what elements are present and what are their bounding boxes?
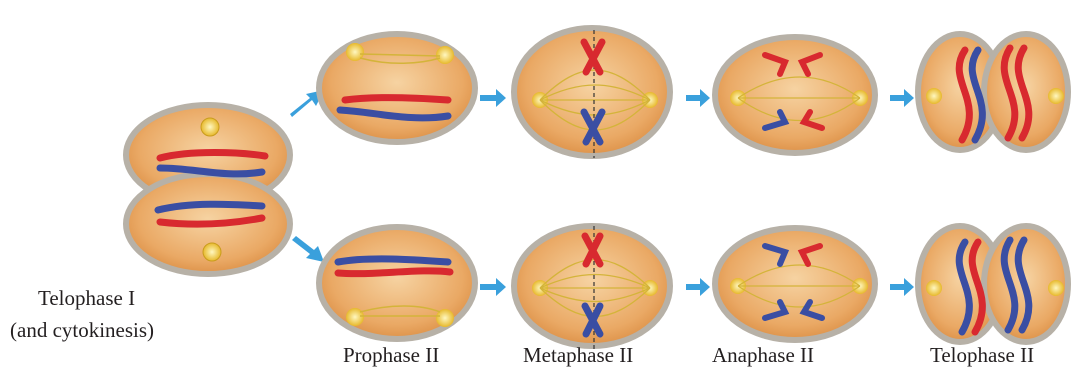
arrow-right-icon (686, 89, 710, 107)
telophase1-cells (126, 105, 290, 274)
arrow-right-icon (480, 89, 506, 107)
prophase2-top-cell (319, 34, 475, 142)
arrow-right-icon (890, 89, 914, 107)
anaphase2-top-cell (715, 37, 875, 153)
arrow-right-icon (890, 278, 914, 296)
anaphase2-label: Anaphase II (712, 343, 814, 368)
telophase2-top-cells (918, 34, 1068, 150)
anaphase2-bottom-cell (715, 228, 875, 340)
arrow-right-icon (480, 278, 506, 296)
centrosome-icon (346, 308, 364, 326)
telophase2-label: Telophase II (930, 343, 1034, 368)
metaphase2-label: Metaphase II (523, 343, 633, 368)
metaphase2-bottom-cell (514, 226, 670, 350)
telophase1-label: Telophase I (38, 286, 135, 311)
centrosome-icon (926, 280, 942, 296)
prophase2-bottom-cell (319, 227, 475, 339)
centrosome-icon (436, 46, 454, 64)
centrosome-icon (1048, 280, 1064, 296)
telophase2-bottom-cells (918, 226, 1068, 342)
branch-arrows (290, 90, 324, 262)
metaphase2-top-cell (514, 28, 670, 158)
centrosome-icon (926, 88, 942, 104)
centrosome-icon (1048, 88, 1064, 104)
centrosome-icon (203, 243, 221, 261)
centrosome-icon (201, 118, 219, 136)
telophase1-sublabel: (and cytokinesis) (10, 318, 154, 343)
prophase2-label: Prophase II (343, 343, 439, 368)
arrow-right-icon (686, 278, 710, 296)
